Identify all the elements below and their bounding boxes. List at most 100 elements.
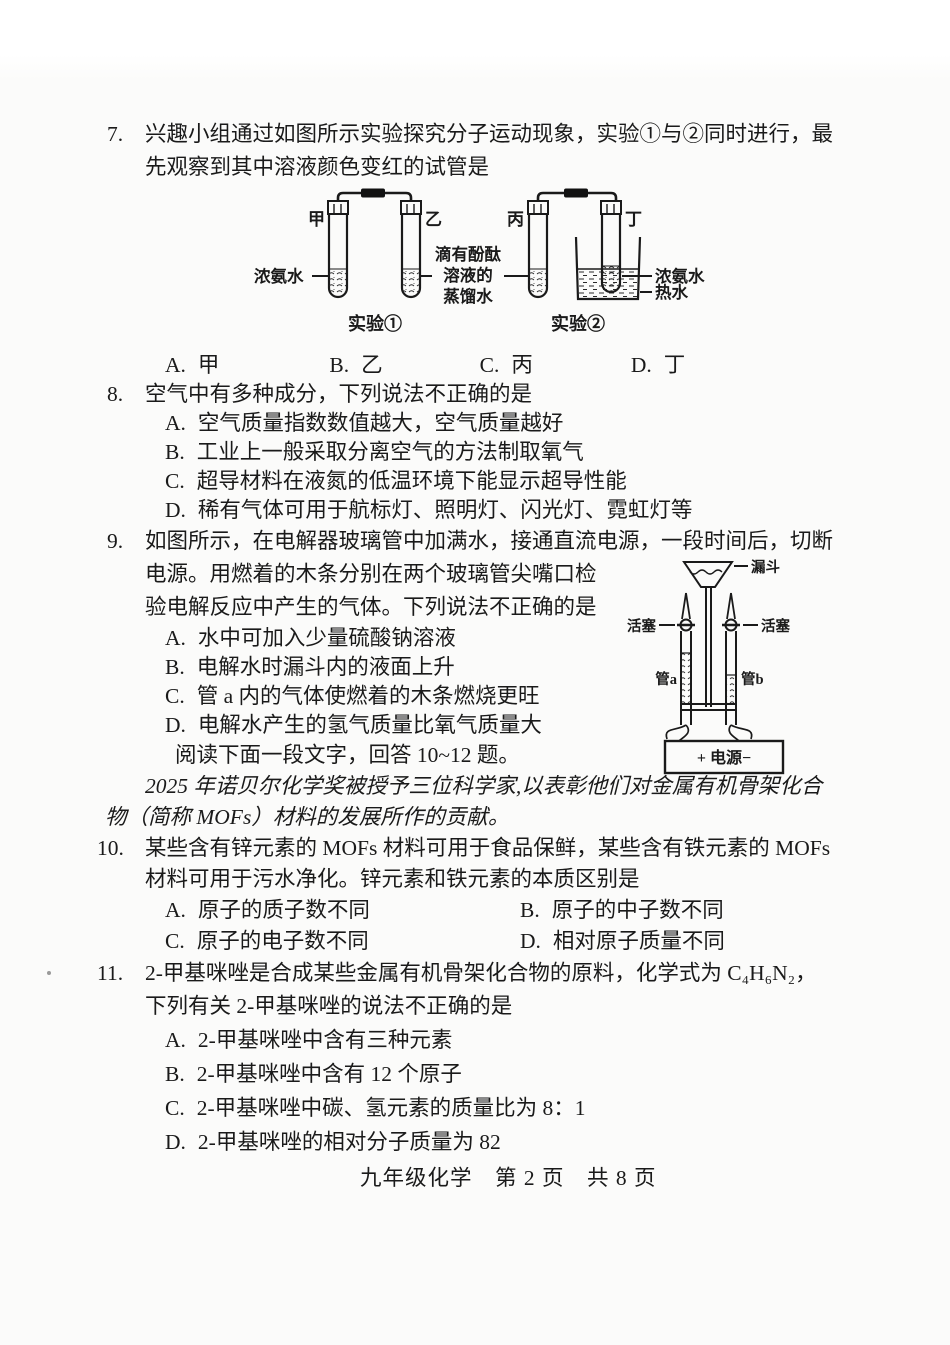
question-11-stem: 2-甲基咪唑是合成某些金属有机骨架化合物的原料，化学式为 C₄H₆N₂， 下列有… — [145, 957, 817, 1023]
exp1-clamp — [361, 188, 385, 198]
label-ding: 丁 — [625, 210, 642, 229]
option-a-label: A. — [165, 353, 186, 377]
question-9: 9. 如图所示，在电解器玻璃管中加满水，接通直流电源，一段时间后，切断 电源。用… — [107, 525, 865, 775]
option-a-label: A. — [165, 898, 186, 922]
option-a-label: A. — [165, 1028, 186, 1052]
test-tube-jia-liquid — [328, 268, 348, 298]
test-tube-jia-stopper — [327, 200, 349, 215]
option-b-text: 乙 — [361, 353, 383, 377]
test-tube-ding-stopper — [600, 200, 622, 215]
question-7-option-c: C.丙 — [480, 351, 533, 380]
question-10-line-2: 材料可用于污水净化。锌元素和铁元素的本质区别是 — [145, 867, 640, 891]
option-a-text: 甲 — [197, 353, 220, 377]
option-c-label: C. — [165, 684, 185, 708]
label-phenolphthalein-3: 蒸馏水 — [443, 286, 493, 306]
label-funnel: 漏斗 — [751, 559, 780, 576]
page-footer: 九年级化学 第 2 页 共 8 页 — [360, 1166, 657, 1190]
tube-a-liquid — [682, 653, 690, 707]
question-11-option-c: C. 2-甲基咪唑中碳、氢元素的质量比为 8：1 — [165, 1091, 865, 1125]
label-tube-a: 管a — [655, 670, 677, 688]
label-yi: 乙 — [425, 210, 442, 229]
question-10-options-row-2: C. 原子的电子数不同 D. 相对原子质量不同 — [145, 926, 865, 957]
label-phenolphthalein-1: 滴有酚酞 — [435, 244, 502, 264]
question-8-option-b: B.工业上一般采取分离空气的方法制取氧气 — [165, 438, 865, 467]
option-a-label: A. — [165, 411, 186, 435]
option-c-text: 超导材料在液氮的低温环境下能显示超导性能 — [196, 469, 627, 493]
question-10: 10. 某些含有锌元素的 MOFs 材料可用于食品保鲜，某些含有铁元素的 MOF… — [97, 833, 865, 957]
option-d-label: D. — [520, 929, 541, 953]
option-c-label: C. — [165, 469, 185, 493]
label-phenolphthalein-2: 溶液的 — [443, 265, 493, 285]
wire-left — [665, 724, 690, 742]
option-c-label: C. — [165, 929, 185, 953]
option-d-label: D. — [165, 1130, 186, 1154]
option-a-text: 空气质量指数数值越大，空气质量越好 — [197, 411, 564, 435]
option-b-label: B. — [165, 655, 185, 679]
question-10-number: 10. — [97, 836, 124, 860]
molecular-motion-diagram: 甲 乙 浓氨水 滴有酚酞 溶液的 蒸馏水 — [254, 188, 705, 334]
tube-a-nozzle — [681, 592, 691, 620]
question-8: 8. 空气中有多种成分，下列说法不正确的是 A. 空气质量指数数值越大，空气质量越… — [107, 380, 865, 525]
option-a-text: 水中可加入少量硫酸钠溶液 — [197, 626, 456, 650]
option-a-text: 2-甲基咪唑中含有三种元素 — [197, 1028, 453, 1052]
option-c-text: 2-甲基咪唑中碳、氢元素的质量比为 8：1 — [196, 1096, 586, 1120]
option-c-text: 原子的电子数不同 — [196, 929, 369, 953]
option-b-label: B. — [165, 1062, 185, 1086]
option-c-label: C. — [165, 1096, 185, 1120]
label-tube-b: 管b — [741, 670, 764, 688]
question-7-option-a: A. 甲 — [165, 351, 219, 380]
option-b-text: 电解水时漏斗内的液面上升 — [196, 655, 455, 679]
question-10-option-c: C. 原子的电子数不同 — [165, 926, 510, 957]
funnel-bowl — [682, 561, 734, 588]
question-11-option-b: B.2-甲基咪唑中含有 12 个原子 — [165, 1057, 865, 1091]
question-10-stem: 某些含有锌元素的 MOFs 材料可用于食品保鲜，某些含有铁元素的 MOFs 材料… — [145, 833, 830, 895]
label-power: + 电源− — [697, 748, 751, 767]
question-11: 11. 2-甲基咪唑是合成某些金属有机骨架化合物的原料，化学式为 C₄H₆N₂，… — [97, 957, 865, 1159]
option-d-text: 2-甲基咪唑的相对分子质量为 82 — [197, 1130, 501, 1154]
option-b-label: B. — [329, 353, 350, 377]
question-11-number: 11. — [97, 961, 124, 985]
passage-line-2: 物（简称 MOFs）材料的发展所作的贡献。 — [105, 805, 510, 829]
option-d-text: 丁 — [663, 353, 686, 377]
question-10-option-b: B.原子的中子数不同 — [520, 895, 724, 926]
question-7-stem: 兴趣小组通过如图所示实验探究分子运动现象，实验①与②同时进行，最 先观察到其中溶… — [145, 118, 833, 184]
question-11-line-2: 下列有关 2-甲基咪唑的说法不正确的是 — [145, 994, 513, 1018]
label-bing: 丙 — [507, 210, 524, 229]
test-tube-bing-stopper — [527, 200, 549, 215]
option-b-label: B. — [165, 440, 185, 464]
tube-b-liquid — [727, 675, 735, 707]
question-8-number: 8. — [107, 382, 124, 406]
question-10-option-d: D. 相对原子质量不同 — [520, 926, 725, 957]
page-content: 7. 兴趣小组通过如图所示实验探究分子运动现象，实验①与②同时进行，最 先观察到… — [97, 118, 865, 1190]
caption-experiment-2: 实验② — [551, 313, 605, 334]
question-9-line-3: 验电解反应中产生的气体。下列说法不正确的是 — [145, 595, 597, 619]
option-a-label: A. — [165, 626, 186, 650]
scan-speck — [47, 971, 51, 975]
option-c-text: 丙 — [511, 353, 533, 377]
test-tube-ding-liquid — [601, 265, 621, 293]
question-7-options: A. 甲 B. 乙 C.丙 D. 丁 — [145, 351, 865, 380]
option-b-text: 原子的中子数不同 — [551, 898, 724, 922]
question-11-stem-row: 11. 2-甲基咪唑是合成某些金属有机骨架化合物的原料，化学式为 C₄H₆N₂，… — [97, 957, 865, 1023]
question-8-stem-row: 8. 空气中有多种成分，下列说法不正确的是 — [107, 380, 865, 409]
label-stopcock-right: 活塞 — [761, 617, 790, 635]
exp2-clamp — [564, 188, 588, 198]
question-7-line-2: 先观察到其中溶液颜色变红的试管是 — [145, 155, 490, 179]
label-ammonia-right: 浓氨水 — [655, 266, 705, 286]
question-9-number: 9. — [107, 529, 124, 553]
question-7-option-b: B. 乙 — [329, 351, 382, 380]
question-8-stem: 空气中有多种成分，下列说法不正确的是 — [145, 382, 533, 406]
label-jia: 甲 — [308, 210, 325, 229]
question-9-stem-row: 9. 如图所示，在电解器玻璃管中加满水，接通直流电源，一段时间后，切断 电源。用… — [107, 525, 865, 624]
option-c-text: 管 a 内的气体使燃着的木条燃烧更旺 — [196, 684, 540, 708]
question-7-line-1: 兴趣小组通过如图所示实验探究分子运动现象，实验①与②同时进行，最 — [145, 122, 834, 146]
option-d-text: 相对原子质量不同 — [552, 929, 725, 953]
tube-b-nozzle — [726, 592, 736, 620]
option-d-label: D. — [165, 713, 186, 737]
label-hot-water: 热水 — [655, 282, 689, 302]
question-11-line-1: 2-甲基咪唑是合成某些金属有机骨架化合物的原料，化学式为 C₄H₆N₂， — [145, 961, 817, 985]
beaker — [574, 236, 642, 301]
option-d-label: D. — [630, 353, 652, 377]
label-ammonia-left: 浓氨水 — [254, 266, 304, 286]
